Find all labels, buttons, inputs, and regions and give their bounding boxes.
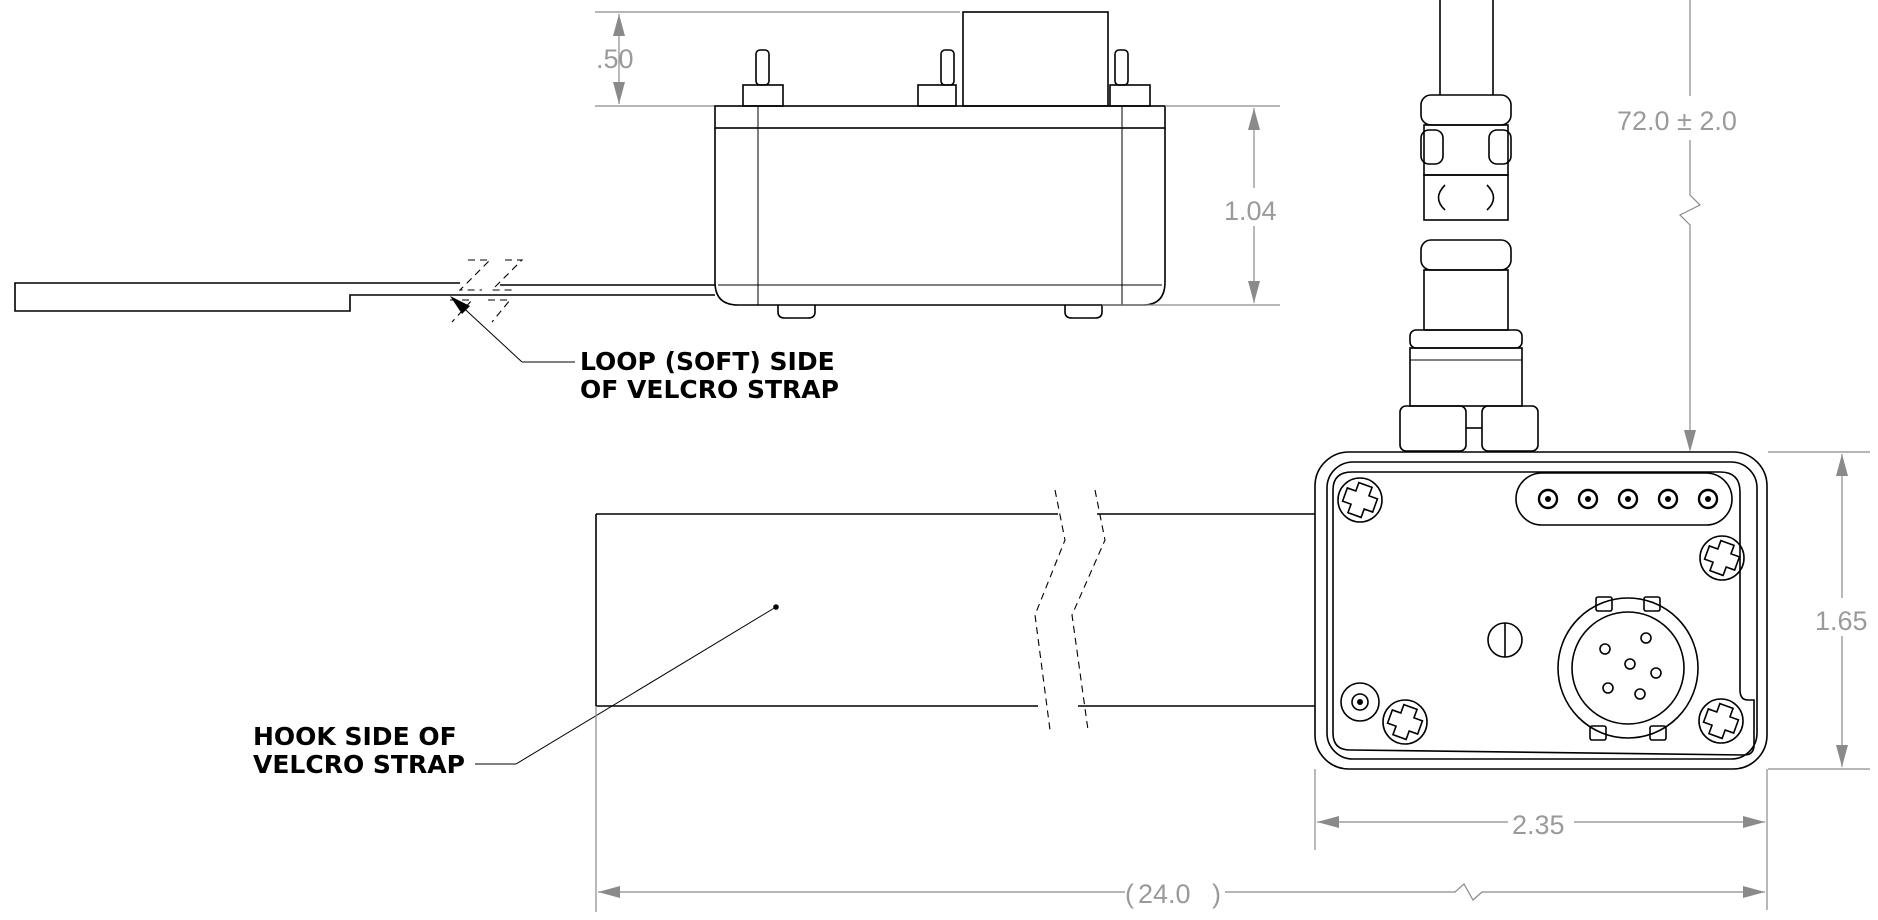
audio-jack-icon [1340,682,1380,722]
dimension-module-width: 2.35 [1314,769,1768,910]
dim-overall-length-text: 24.0 [1138,879,1191,909]
led-indicator-icon [1577,488,1599,510]
module-front [1314,451,1768,770]
led-indicator-icon [1657,488,1679,510]
dim-cable-length-text: 72.0 ± 2.0 [1617,106,1737,136]
dim-module-height-text: 1.65 [1815,606,1868,636]
dimension-height: 1.04 [1102,105,1290,306]
loop-side-label-1: LOOP (SOFT) SIDE [580,347,835,376]
hook-side-callout: HOOK SIDE OF VELCRO STRAP [253,606,777,779]
loop-side-label-2: OF VELCRO STRAP [580,375,839,404]
round-connector-icon [1557,596,1699,741]
screw-icon [1698,698,1744,744]
dimension-overall-length: ( 24.0 ) [595,706,1765,912]
cable-assembly [1399,0,1539,452]
loop-side-callout: LOOP (SOFT) SIDE OF VELCRO STRAP [450,296,839,404]
hook-side-label-1: HOOK SIDE OF [253,722,457,751]
led-panel [1515,472,1733,526]
screw-icon [1699,535,1745,581]
screw-icon [1382,699,1428,745]
screw-icon [1337,477,1383,523]
front-view: HOOK SIDE OF VELCRO STRAP 1.65 2.35 [253,451,1878,912]
dimension-top-offset: .50 [595,11,960,107]
led-indicator-icon [1617,488,1639,510]
hook-side-label-2: VELCRO STRAP [253,750,465,779]
led-indicator-icon [1537,488,1559,510]
led-indicator-icon [1697,488,1719,510]
dim-height-text: 1.04 [1224,196,1277,226]
svg-text:(: ( [1125,879,1134,909]
strap-side [14,259,715,323]
dimension-module-height: 1.65 [1768,451,1878,770]
dimension-cable-length: 72.0 ± 2.0 [1612,0,1772,452]
svg-text:): ) [1212,879,1221,909]
adjust-screw-icon [1487,622,1523,658]
strap-front [595,489,1315,731]
side-view: .50 [14,11,1290,404]
housing-side [714,11,1166,319]
dim-module-width-text: 2.35 [1512,810,1565,840]
dim-top-offset-text: .50 [596,44,634,74]
